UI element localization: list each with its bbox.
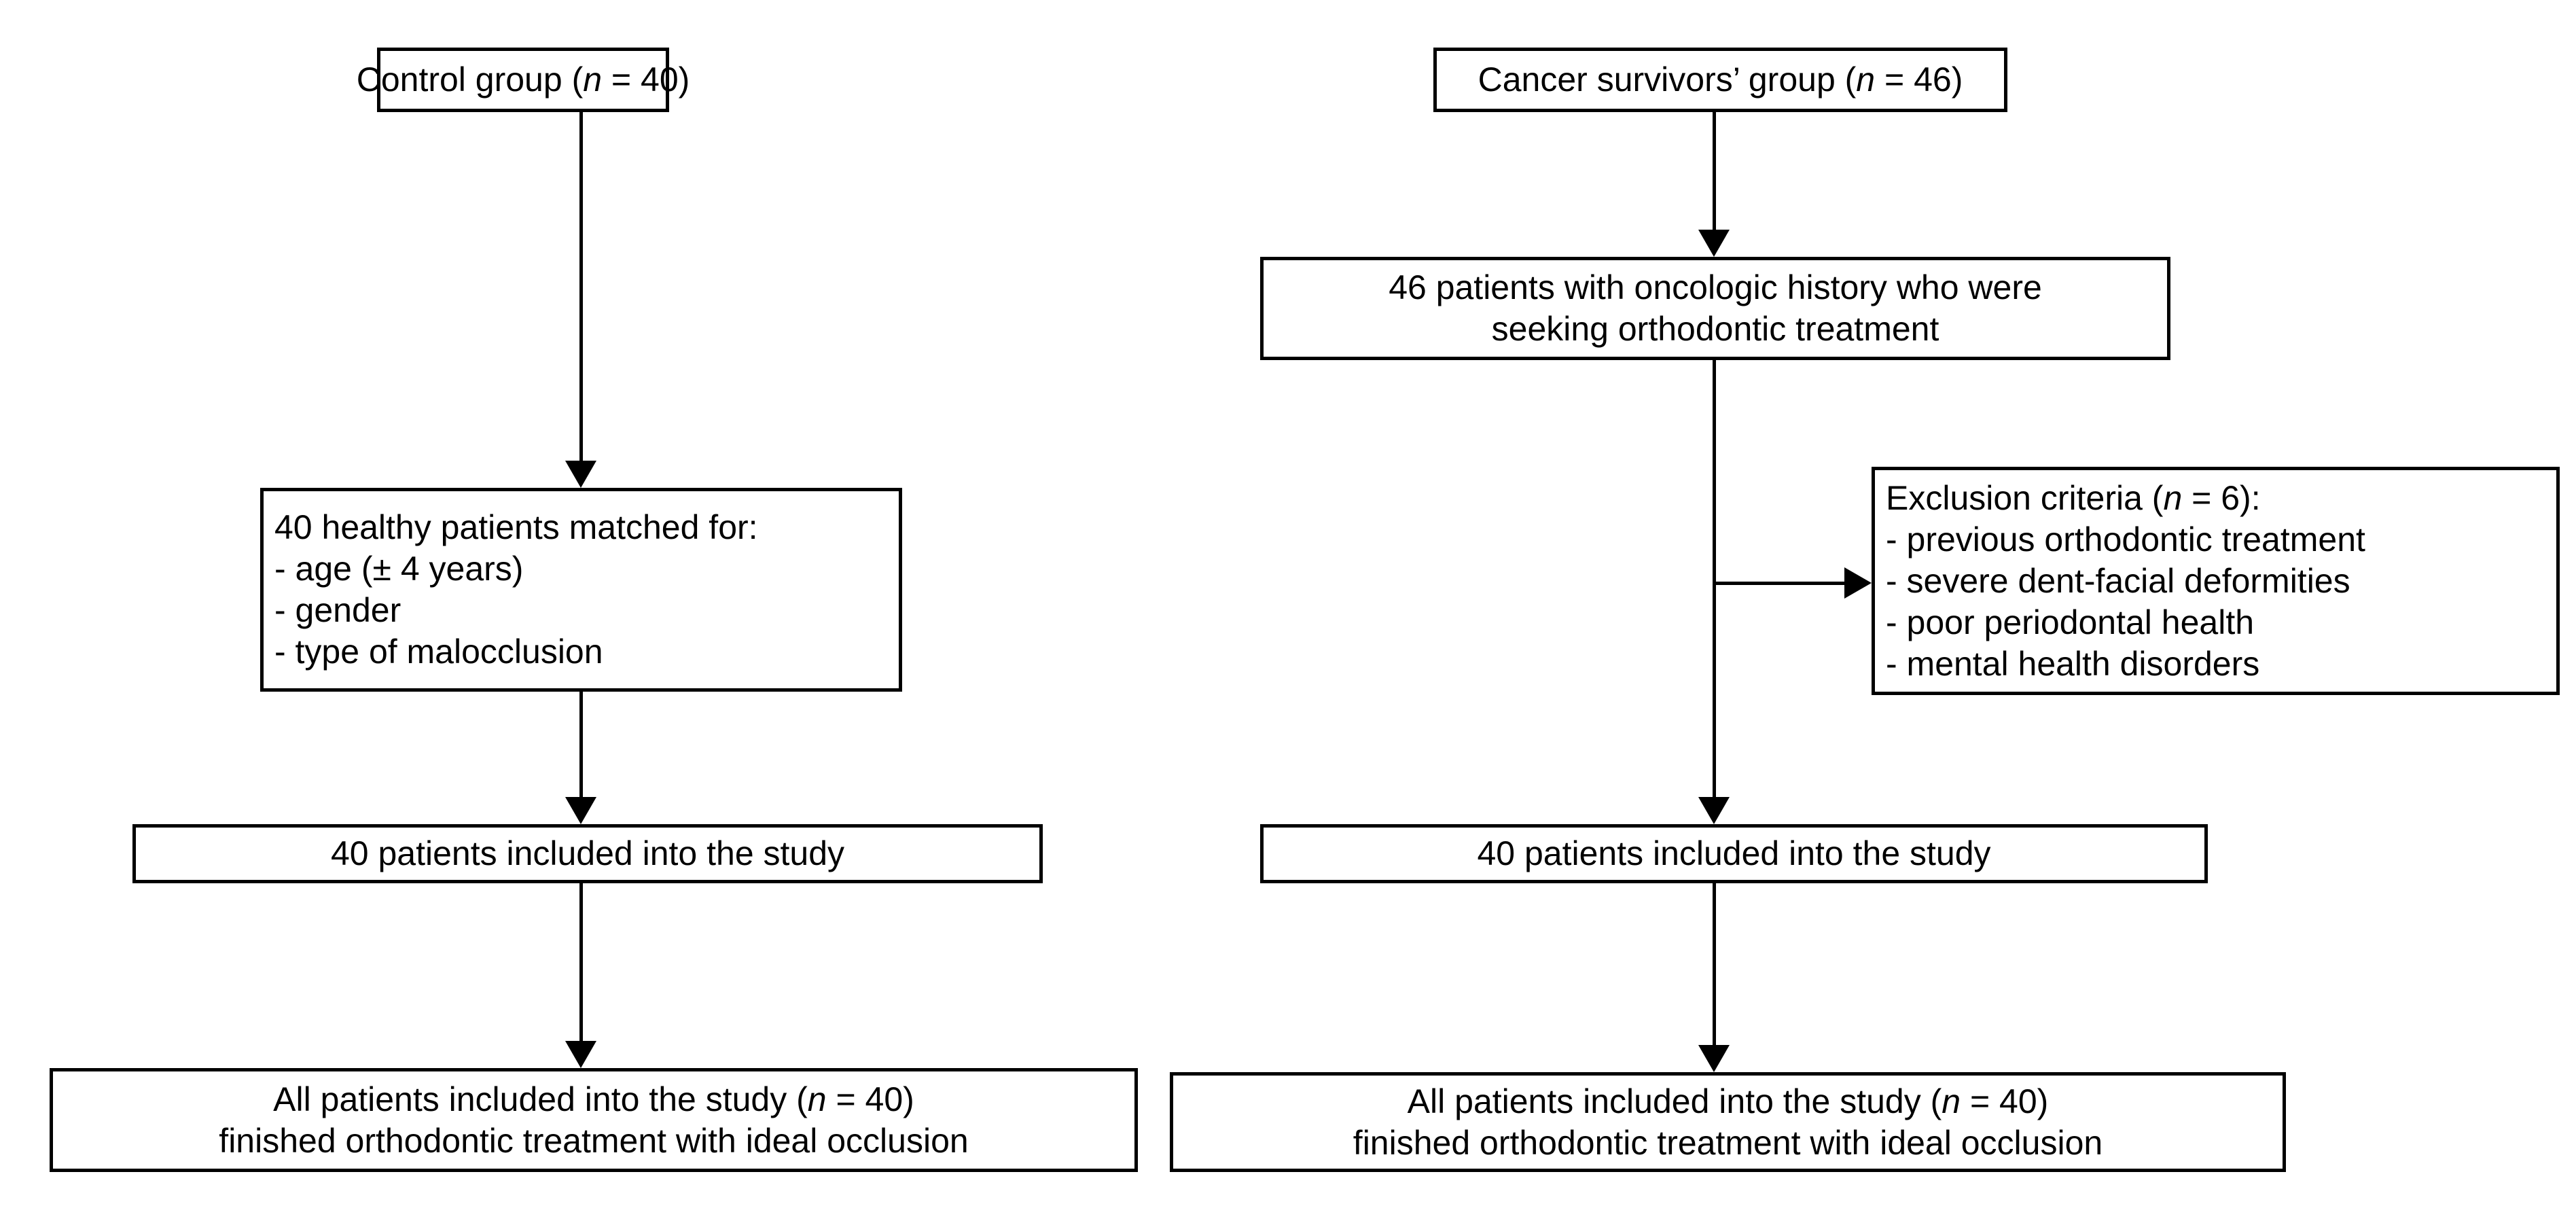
node-final-left-line-2: finished orthodontic treatment with idea… [219,1121,969,1160]
node-healthy-matched-line-4: - type of malocclusion [274,633,603,671]
edge-included-to-final-right-line [1713,883,1716,1045]
edge-cancer-to-oncologic-arrowhead [1698,230,1730,257]
edge-included-to-final-left-arrowhead [565,1041,596,1068]
node-oncologic-history: 46 patients with oncologic history who w… [1260,257,2170,360]
node-healthy-matched-line-1: 40 healthy patients matched for: [274,508,758,546]
node-control-group: Control group (n = 40) [357,48,690,112]
node-oncologic-history-line-2: seeking orthodontic treatment [1491,310,1939,348]
edge-control-to-healthy-arrowhead [565,461,596,488]
edge-included-to-final-right-arrowhead [1698,1045,1730,1072]
edge-oncologic-to-included-line [1713,360,1716,797]
node-final-right: All patients included into the study (n … [1170,1072,2286,1172]
node-cancer-group: Cancer survivors’ group (n = 46) [1433,48,2007,112]
node-final-right-line-1: All patients included into the study (n … [1407,1082,2049,1120]
node-control-group-line-1: Control group (n = 40) [356,60,690,99]
node-exclusion-criteria-line-1: Exclusion criteria (n = 6): [1886,478,2261,517]
edge-oncologic-to-exclusion-arrowhead [1844,567,1872,599]
node-exclusion-criteria-line-2: - previous orthodontic treatment [1886,520,2365,558]
edge-included-to-final-left-line [579,883,583,1041]
node-included-left: 40 patients included into the study [132,824,1043,883]
node-exclusion-criteria-line-3: - severe dent-facial deformities [1886,561,2350,600]
node-included-right: 40 patients included into the study [1260,824,2208,883]
node-final-right-line-2: finished orthodontic treatment with idea… [1353,1123,2103,1162]
node-healthy-matched: 40 healthy patients matched for: - age (… [260,488,902,692]
node-exclusion-criteria: Exclusion criteria (n = 6): - previous o… [1872,467,2560,695]
node-exclusion-criteria-line-5: - mental health disorders [1886,644,2260,683]
edge-healthy-to-included-arrowhead [565,797,596,824]
edge-healthy-to-included-line [579,692,583,797]
edge-control-to-healthy-line [579,112,583,461]
node-oncologic-history-line-1: 46 patients with oncologic history who w… [1389,268,2042,306]
edge-oncologic-to-exclusion-line [1713,582,1844,585]
edge-cancer-to-oncologic-line [1713,112,1716,230]
node-final-left-line-1: All patients included into the study (n … [273,1080,914,1118]
node-exclusion-criteria-line-4: - poor periodontal health [1886,603,2255,641]
node-cancer-group-line-1: Cancer survivors’ group (n = 46) [1478,60,1963,99]
node-healthy-matched-line-2: - age (± 4 years) [274,550,524,588]
edge-oncologic-to-included-arrowhead [1698,797,1730,824]
node-healthy-matched-line-3: - gender [274,591,401,629]
node-included-left-line-1: 40 patients included into the study [330,834,845,872]
node-final-left: All patients included into the study (n … [50,1068,1138,1172]
node-included-right-line-1: 40 patients included into the study [1477,834,1991,872]
